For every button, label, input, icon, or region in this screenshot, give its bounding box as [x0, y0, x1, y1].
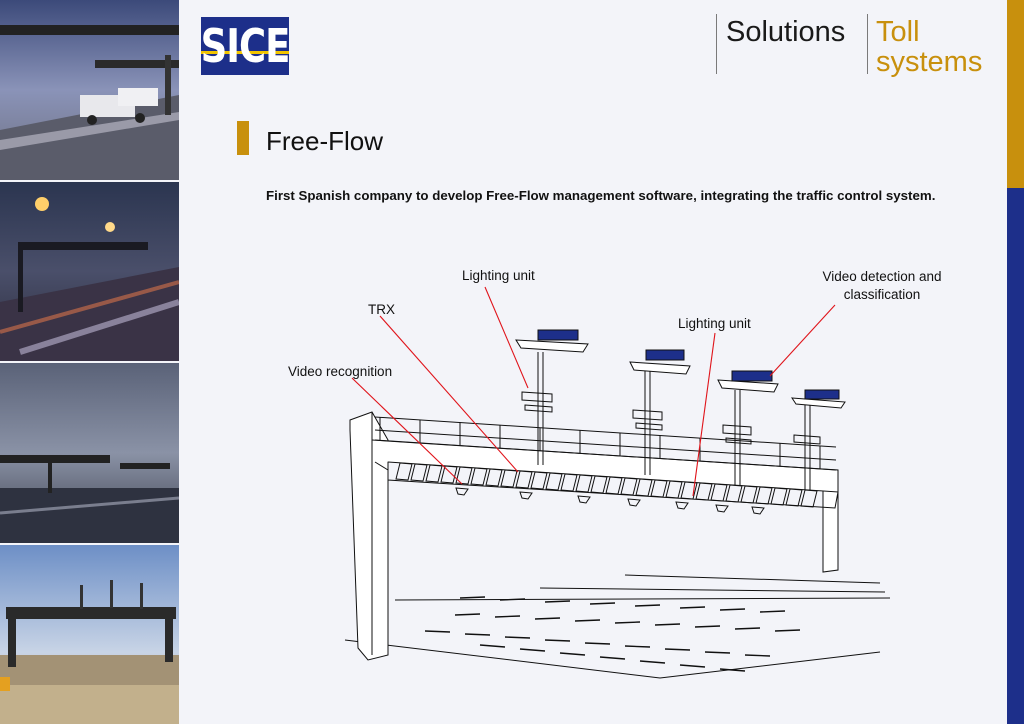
page-subtitle: First Spanish company to develop Free-Fl…	[266, 188, 936, 203]
page-title: Free-Flow	[266, 126, 384, 156]
sice-logo: SICE	[201, 17, 290, 75]
photo-gantry-daytime	[0, 0, 179, 180]
label-lighting-unit-center: Lighting unit	[678, 316, 751, 331]
header-divider-1	[716, 14, 717, 74]
label-trx: TRX	[368, 302, 395, 317]
header-divider-2	[867, 14, 868, 74]
right-accent-bar-gold	[1007, 0, 1024, 188]
photo-gantry-construction	[0, 545, 179, 724]
label-video-recognition: Video recognition	[288, 364, 393, 379]
label-lighting-unit-left: Lighting unit	[462, 268, 535, 283]
title-accent-bar	[237, 121, 249, 155]
header-section: Solutions	[726, 16, 846, 48]
right-accent-bar-navy	[1007, 188, 1024, 724]
photo-highway-night	[0, 182, 179, 361]
photo-gantry-dusk	[0, 363, 179, 543]
header-subsection: Toll systems	[876, 16, 983, 78]
label-video-detection: Video detection and classification	[822, 269, 942, 302]
